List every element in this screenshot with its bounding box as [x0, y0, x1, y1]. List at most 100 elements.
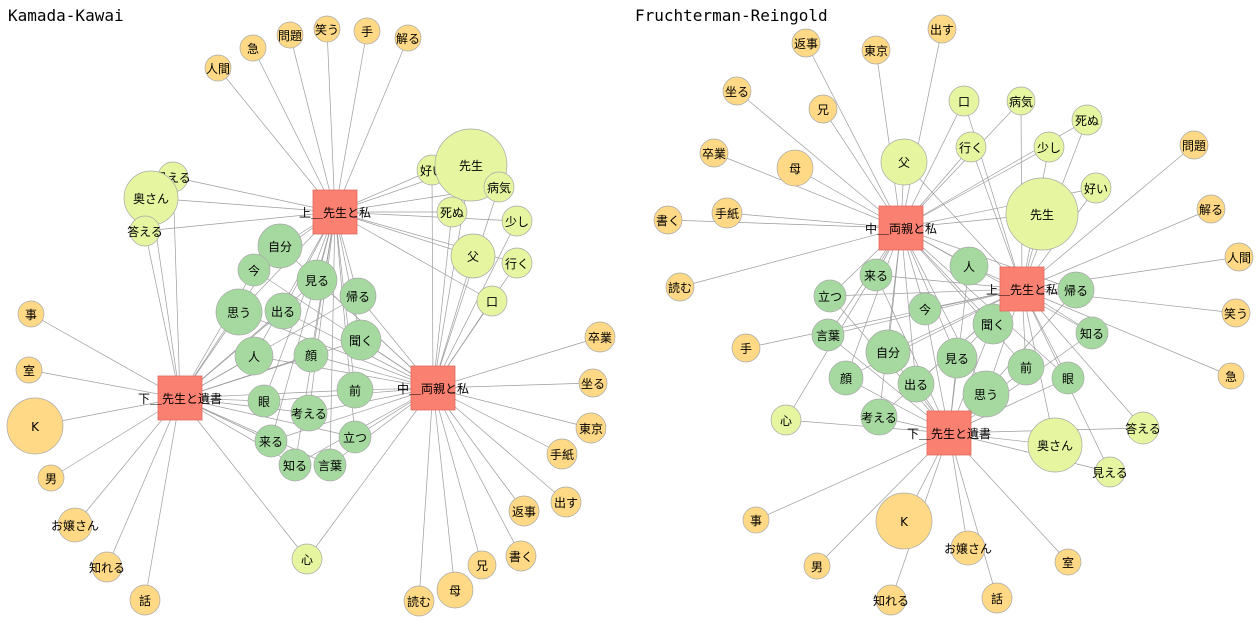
kk-edge-upper-1 — [252, 47, 336, 213]
fr-word-node-20: 見る — [936, 337, 978, 379]
kk-word-node-18: 自分 — [257, 223, 303, 269]
kk-word-label-39: 知れる — [89, 561, 125, 575]
fr-edge-upper-5 — [1021, 208, 1212, 290]
fr-word-circle-43 — [861, 35, 891, 65]
kk-word-circle-45 — [550, 486, 582, 518]
kk-word-label-21: 帰る — [346, 290, 370, 304]
kk-word-node-1: 急 — [239, 34, 267, 62]
kk-word-circle-36 — [6, 397, 64, 455]
kk-word-label-26: 顔 — [305, 348, 317, 363]
kk-hub-lower: 下＿先生と遺書 — [138, 375, 222, 421]
kk-word-label-7: 奥さん — [133, 192, 169, 206]
kk-word-node-44: 手紙 — [546, 438, 578, 470]
fr-word-label-6: 見える — [1092, 466, 1128, 480]
fr-word-node-30: 来る — [859, 258, 893, 292]
fr-word-label-18: 自分 — [876, 346, 900, 360]
fr-word-node-6: 見える — [1092, 456, 1128, 488]
kk-edge-middle-10 — [432, 164, 472, 389]
fr-word-label-39: 知れる — [873, 594, 909, 608]
fr-word-circle-26 — [828, 360, 864, 396]
fr-hub-square-lower — [926, 410, 972, 456]
fr-word-node-22: 思う — [962, 370, 1010, 418]
kk-word-node-13: 少し — [501, 205, 533, 237]
kk-word-circle-15 — [501, 247, 533, 279]
fr-word-label-8: 答える — [1125, 421, 1161, 436]
fr-edge-middle-26 — [845, 227, 902, 379]
fr-word-label-36: K — [900, 515, 909, 529]
fr-word-label-32: 知る — [1080, 327, 1104, 341]
fr-word-label-12: 死ぬ — [1075, 114, 1099, 128]
fr-word-label-26: 顔 — [840, 371, 852, 386]
fr-word-label-20: 見る — [945, 352, 969, 366]
kk-word-node-35: 室 — [15, 356, 43, 384]
kk-word-circle-27 — [336, 371, 374, 409]
fr-word-label-33: 言葉 — [816, 329, 840, 343]
fr-word-circle-4 — [731, 333, 761, 363]
kk-word-node-16: 口 — [476, 285, 508, 317]
fr-word-node-29: 考える — [860, 398, 898, 436]
fr-word-label-46: 返事 — [794, 37, 818, 51]
kk-word-label-36: K — [31, 420, 40, 434]
fr-word-circle-17 — [770, 404, 802, 436]
kk-word-circle-5 — [394, 24, 422, 52]
kk-word-label-20: 見る — [305, 274, 329, 288]
kk-word-node-27: 前 — [336, 371, 374, 409]
fr-word-circle-15 — [955, 131, 987, 163]
fr-word-node-23: 出る — [897, 365, 935, 403]
kk-word-node-41: 卒業 — [584, 321, 616, 353]
kk-word-circle-39 — [91, 551, 123, 583]
fr-word-node-9: 好い — [1080, 172, 1112, 204]
fr-word-label-1: 急 — [1225, 369, 1237, 384]
kk-edge-lower-35 — [28, 369, 181, 399]
fr-hub-square-middle — [878, 205, 924, 251]
fr-word-label-21: 帰る — [1064, 284, 1088, 298]
fr-word-label-9: 好い — [1084, 182, 1108, 196]
fr-word-circle-12 — [1071, 104, 1103, 136]
kk-word-node-26: 顔 — [293, 337, 329, 373]
fr-word-node-48: 兄 — [808, 94, 838, 124]
kk-word-node-49: 母 — [436, 571, 474, 609]
kk-word-node-36: K — [6, 397, 64, 455]
fr-word-label-50: 読む — [668, 280, 692, 295]
fr-word-circle-11 — [1006, 86, 1036, 116]
fr-word-circle-1 — [1217, 362, 1245, 390]
fr-edge-middle-47 — [667, 219, 902, 229]
kk-edge-upper-4 — [334, 30, 368, 213]
kk-word-circle-18 — [257, 223, 303, 269]
fr-edge-lower-30 — [875, 274, 950, 434]
kk-word-circle-24 — [340, 319, 382, 361]
fr-word-circle-41 — [699, 138, 729, 168]
kk-nodes: 人間急問題笑う手解る見える奥さん答える好い先生病気死ぬ少し父行く口心自分今見る帰… — [6, 15, 616, 617]
kk-word-label-19: 今 — [248, 263, 260, 278]
fr-word-node-37: 男 — [803, 552, 831, 580]
fr-word-label-30: 来る — [864, 269, 888, 283]
fr-hub-label-lower: 下＿先生と遺書 — [907, 426, 991, 441]
kk-word-circle-40 — [129, 584, 161, 616]
fr-word-node-34: 事 — [742, 506, 770, 534]
fr-word-node-28: 眼 — [1051, 361, 1085, 395]
kk-hub-square-middle — [410, 365, 456, 411]
fr-word-label-10: 先生 — [1030, 208, 1054, 222]
kk-edge-middle-13 — [432, 220, 518, 389]
fr-edge-middle-13 — [900, 146, 1050, 229]
kk-hub-label-middle: 中＿両親と私 — [397, 381, 469, 396]
kk-word-label-45: 出す — [554, 496, 578, 510]
fr-word-node-24: 聞く — [972, 303, 1014, 345]
kk-edge-upper-7 — [150, 197, 336, 213]
fr-word-circle-14 — [880, 138, 928, 186]
kk-word-node-23: 出る — [264, 292, 302, 330]
fr-word-label-44: 手紙 — [715, 206, 739, 221]
kk-edge-middle-49 — [432, 387, 456, 591]
kk-word-label-3: 笑う — [315, 22, 339, 37]
fr-word-node-21: 帰る — [1057, 271, 1095, 309]
kk-word-circle-41 — [584, 321, 616, 353]
fr-word-node-3: 笑う — [1221, 298, 1251, 328]
fr-nodes: 人間急問題笑う手解る見える奥さん答える好い先生病気死ぬ少し父行く口心自分今見る帰… — [653, 14, 1254, 616]
kk-word-label-28: 眼 — [258, 395, 270, 409]
fr-word-circle-7 — [1027, 417, 1083, 473]
fr-word-circle-27 — [1007, 348, 1045, 386]
kk-word-circle-47 — [505, 540, 537, 572]
fr-word-circle-29 — [860, 398, 898, 436]
fr-word-label-25: 人 — [963, 260, 975, 274]
kk-word-label-40: 話 — [139, 593, 151, 608]
